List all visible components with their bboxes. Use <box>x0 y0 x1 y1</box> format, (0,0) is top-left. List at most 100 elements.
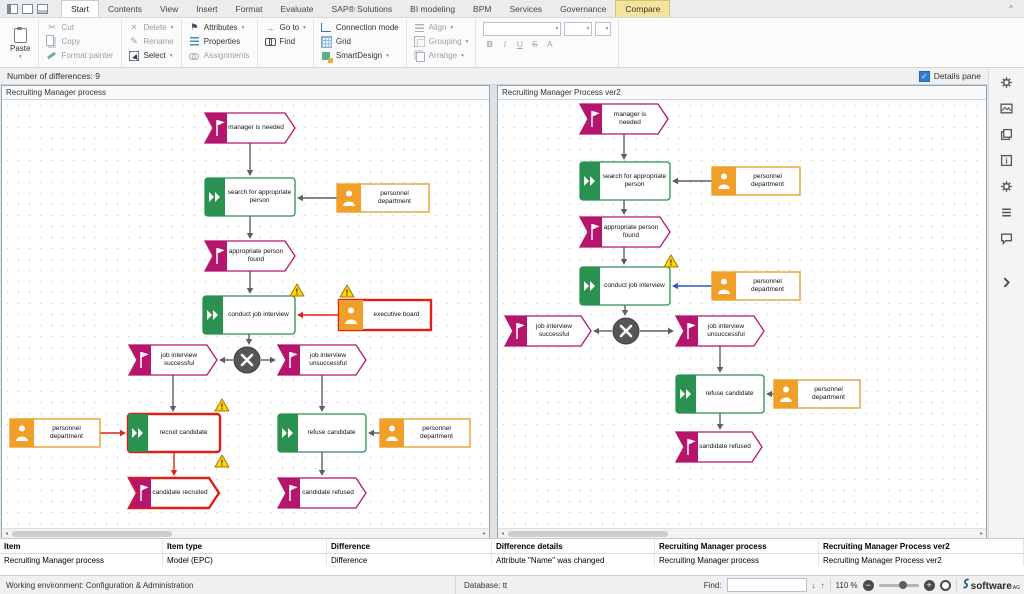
xor-node[interactable] <box>233 346 261 374</box>
function-node[interactable]: refuse candidate <box>277 413 367 453</box>
copy-button[interactable]: Copy <box>46 35 113 48</box>
tab-services[interactable]: Services <box>509 3 543 14</box>
find-input[interactable] <box>726 578 807 592</box>
font-color-button[interactable]: A <box>546 39 553 49</box>
scroll-right-arrow-icon[interactable]: ▸ <box>979 531 983 537</box>
tab-contents[interactable]: Contents <box>107 3 142 14</box>
connection-arrow[interactable] <box>100 429 126 437</box>
connection-arrow[interactable] <box>246 271 254 294</box>
zoom-fit-button[interactable] <box>939 579 951 591</box>
format-painter-button[interactable]: Format painter <box>46 49 114 62</box>
function-node[interactable]: refuse candidate <box>675 374 765 414</box>
grouping-button[interactable]: Grouping▾ <box>413 35 468 48</box>
function-node[interactable]: recruit candidate <box>126 412 222 454</box>
tab-view[interactable]: View <box>159 3 179 14</box>
info-icon[interactable]: i <box>999 152 1015 168</box>
font-family-select[interactable]: ▾ <box>483 22 562 36</box>
expand-panel-icon[interactable] <box>999 274 1015 290</box>
connection-arrow[interactable] <box>716 346 724 373</box>
scroll-left-arrow-icon[interactable]: ◂ <box>4 531 8 537</box>
tab-insert[interactable]: Insert <box>196 3 218 14</box>
smartdesign-button[interactable]: SmartDesign▾ <box>321 49 399 63</box>
scrollbar-thumb[interactable] <box>508 530 668 537</box>
event-node[interactable]: appropriate person found <box>203 240 296 272</box>
org-node[interactable]: personnel department <box>379 418 471 448</box>
attributes-button[interactable]: ⚑Attributes▾ <box>190 22 245 32</box>
connection-arrow[interactable] <box>297 194 337 202</box>
table-header-recruiting-manager-process-ver2[interactable]: Recruiting Manager Process ver2 <box>819 539 1024 553</box>
tab-governance[interactable]: Governance <box>560 3 607 14</box>
zoom-in-button[interactable]: + <box>923 579 935 591</box>
tab-compare[interactable]: Compare <box>615 0 671 17</box>
font-more-select[interactable]: ▾ <box>595 22 612 36</box>
event-node[interactable]: job interview successful <box>503 315 592 347</box>
panel-layout-full-icon[interactable] <box>22 3 33 14</box>
connection-arrow[interactable] <box>368 429 380 437</box>
bold-button[interactable]: B <box>486 39 493 49</box>
table-header-recruiting-manager-process[interactable]: Recruiting Manager process <box>655 539 819 553</box>
model-preview-icon[interactable] <box>999 100 1015 116</box>
event-node[interactable]: job interview unsuccessful <box>276 344 367 376</box>
org-node[interactable]: personnel department <box>336 183 430 213</box>
grid-button[interactable]: Grid <box>320 35 399 48</box>
org-node[interactable]: personnel department <box>711 166 801 196</box>
list-icon[interactable] <box>999 204 1015 220</box>
layers-icon[interactable] <box>999 126 1015 142</box>
event-node[interactable]: manager is needed <box>203 112 296 144</box>
table-header-difference-details[interactable]: Difference details <box>492 539 655 553</box>
connection-arrow[interactable] <box>640 327 674 335</box>
event-node[interactable]: job interview unsuccessful <box>674 315 765 347</box>
connection-arrow[interactable] <box>219 356 233 364</box>
connection-arrow[interactable] <box>620 200 628 215</box>
event-node[interactable]: appropriate person found <box>578 216 671 248</box>
org-node[interactable]: personnel department <box>773 379 861 409</box>
connection-arrow[interactable] <box>246 216 254 239</box>
details-pane-checkbox[interactable]: ✓ <box>918 70 930 82</box>
function-node[interactable]: conduct job interview <box>579 266 671 306</box>
connection-arrow[interactable] <box>170 452 178 476</box>
find-next-icon[interactable]: ↓ <box>811 580 816 590</box>
connection-arrow[interactable] <box>620 247 628 265</box>
assignments-button[interactable]: Assignments <box>189 49 250 62</box>
zoom-slider-handle[interactable] <box>898 580 907 589</box>
zoom-out-button[interactable]: − <box>862 579 874 591</box>
event-node[interactable]: candidate recruited <box>127 476 221 510</box>
connection-arrow[interactable] <box>246 143 254 176</box>
find-previous-icon[interactable]: ↑ <box>820 580 825 590</box>
collapse-ribbon-chevron-icon[interactable]: ^ <box>1009 4 1013 13</box>
tab-bi-modeling[interactable]: BI modeling <box>410 3 456 14</box>
panel-splitter[interactable] <box>490 85 497 539</box>
table-header-item[interactable]: Item <box>0 539 163 553</box>
horizontal-scrollbar-right[interactable]: ◂ ▸ <box>498 528 986 538</box>
settings-gear-icon[interactable] <box>999 74 1015 90</box>
cut-button[interactable]: ✂Cut <box>48 22 74 32</box>
event-node[interactable]: job interview successful <box>127 344 218 376</box>
tab-format[interactable]: Format <box>235 3 263 14</box>
comments-icon[interactable] <box>999 230 1015 246</box>
tab-sap-solutions[interactable]: SAP® Solutions <box>331 3 393 14</box>
connection-arrow[interactable] <box>297 311 339 319</box>
event-node[interactable]: candidate refused <box>276 477 367 509</box>
tab-evaluate[interactable]: Evaluate <box>280 3 314 14</box>
goto-button[interactable]: →Go to▾ <box>265 22 306 33</box>
event-node[interactable]: sandidate refused <box>674 431 763 463</box>
tab-bpm[interactable]: BPM <box>473 3 492 14</box>
connection-arrow[interactable] <box>672 282 712 290</box>
org-node[interactable]: executive board <box>337 298 433 332</box>
zoom-slider[interactable] <box>878 580 919 589</box>
panel-layout-bottom-icon[interactable] <box>37 3 48 14</box>
arrange-button[interactable]: Arrange▾ <box>414 49 469 62</box>
connection-arrow[interactable] <box>261 356 276 364</box>
select-button[interactable]: Select▾ <box>129 49 174 62</box>
scroll-right-arrow-icon[interactable]: ▸ <box>482 531 486 537</box>
table-header-item-type[interactable]: Item type <box>163 539 327 553</box>
strikethrough-button[interactable]: S <box>531 39 538 49</box>
connection-arrow[interactable] <box>766 390 774 398</box>
connection-arrow[interactable] <box>672 177 712 185</box>
connection-arrow[interactable] <box>716 413 724 430</box>
options-gear-icon[interactable] <box>999 178 1015 194</box>
scrollbar-thumb[interactable] <box>12 530 172 537</box>
align-button[interactable]: Align▾ <box>414 21 469 34</box>
italic-button[interactable]: I <box>503 39 506 49</box>
